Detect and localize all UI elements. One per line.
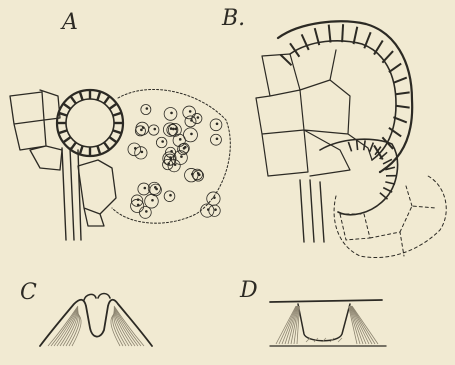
spore (164, 108, 177, 121)
annulus-cell-wall (389, 64, 401, 73)
annulus-cell-wall (396, 92, 410, 94)
spore-nucleus (179, 138, 182, 141)
annulus-tooth (80, 146, 83, 155)
spore-nucleus (142, 126, 145, 129)
spore (136, 122, 149, 135)
spore (173, 134, 185, 146)
spore-nucleus (170, 127, 173, 130)
spore (207, 192, 220, 205)
spore-nucleus (151, 199, 154, 202)
lower-annulus-wall (364, 140, 365, 150)
panel-b-lower-annulus (348, 140, 396, 199)
panel-a-spores (128, 104, 222, 218)
annulus-cell-wall (396, 106, 410, 108)
annulus-tooth (63, 137, 70, 142)
lower-annulus-wall (380, 193, 388, 199)
panel-b-sporangium (256, 21, 446, 257)
spore (145, 194, 159, 208)
spore (192, 113, 202, 123)
spore-nucleus (197, 116, 200, 119)
annulus-tooth (80, 92, 83, 101)
spore (164, 191, 175, 202)
annulus-cell-wall (393, 78, 406, 83)
spore-nucleus (167, 162, 170, 165)
annulus-tooth (113, 130, 122, 133)
annulus-tooth (97, 92, 100, 101)
hatch-line (279, 306, 297, 344)
spore (211, 134, 222, 145)
spore-nucleus (172, 128, 175, 131)
annulus-cell-wall (342, 24, 343, 42)
annulus-tooth (104, 142, 109, 149)
annulus-tooth (59, 130, 68, 133)
panel-d-shading (276, 306, 378, 344)
spore (185, 116, 196, 127)
spore-nucleus (170, 150, 173, 153)
annulus-tooth (71, 96, 76, 103)
spore (209, 205, 220, 216)
spore-nucleus (154, 186, 157, 189)
annulus-cell-wall (354, 27, 358, 44)
hatch-line (351, 306, 370, 344)
spore (128, 143, 141, 156)
spore-nucleus (189, 110, 192, 113)
annulus-tooth (109, 137, 116, 142)
annulus-cell-wall (280, 55, 291, 66)
spore-nucleus (153, 128, 156, 131)
panel-a-sporangium (10, 89, 230, 240)
spore-nucleus (190, 133, 193, 136)
hatch-line (285, 306, 298, 344)
annulus-tooth (113, 113, 122, 116)
annulus-cell-wall (329, 25, 331, 43)
spore-nucleus (216, 137, 219, 140)
annulus-cell-wall (382, 51, 393, 63)
spore-nucleus (134, 147, 137, 150)
spore (141, 104, 151, 114)
spore-nucleus (170, 112, 173, 115)
spore-nucleus (214, 208, 217, 211)
annulus-tooth (104, 96, 109, 103)
hatch-line (338, 338, 342, 342)
spore (156, 137, 167, 148)
spore-nucleus (137, 204, 140, 207)
spore-nucleus (169, 194, 172, 197)
spore (201, 204, 214, 217)
spore-nucleus (145, 210, 148, 213)
lower-annulus-wall (385, 182, 395, 184)
spore-nucleus (146, 107, 149, 110)
annulus-tooth (109, 104, 116, 109)
annulus-cell-wall (374, 40, 383, 54)
annulus-tooth (97, 146, 100, 155)
spore (210, 119, 222, 131)
spore-nucleus (161, 140, 164, 143)
lower-annulus-wall (348, 142, 351, 151)
panel-c-shading (48, 306, 144, 346)
spore-nucleus (213, 196, 216, 199)
spore-nucleus (140, 129, 143, 132)
lower-annulus-wall (357, 140, 358, 150)
lower-annulus-wall (370, 143, 374, 152)
spore-nucleus (184, 146, 187, 149)
spore-nucleus (207, 208, 210, 211)
spore-nucleus (144, 187, 147, 190)
annulus-tooth (63, 104, 70, 109)
annulus-tooth (71, 142, 76, 149)
panel-d-section (270, 300, 386, 346)
spore (139, 207, 151, 219)
spore-nucleus (216, 123, 219, 126)
spore-nucleus (180, 155, 183, 158)
spore-nucleus (197, 172, 200, 175)
spore (131, 199, 144, 212)
spore (149, 125, 159, 135)
spore-nucleus (141, 151, 144, 154)
panel-c-section (40, 294, 152, 347)
